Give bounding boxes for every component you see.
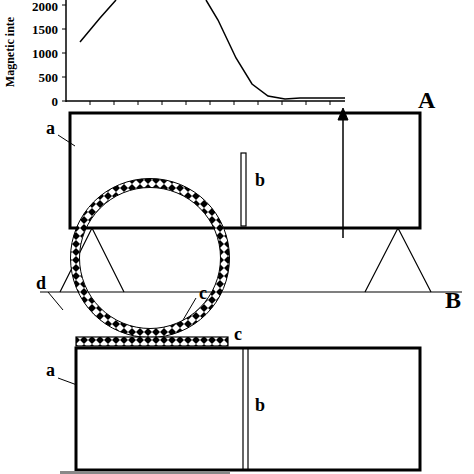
axis-tick xyxy=(90,101,91,105)
tick-label: 500 xyxy=(39,71,59,84)
axis-tick xyxy=(330,101,331,105)
axis-tick xyxy=(114,101,115,105)
axis-tick xyxy=(186,101,187,105)
axis-tick xyxy=(234,101,235,105)
part-label: b xyxy=(255,171,265,189)
tick-label: 1500 xyxy=(32,23,58,36)
tick-label: 1000 xyxy=(32,47,58,60)
panel-label: B xyxy=(445,288,461,312)
tick-label: 2000 xyxy=(32,0,58,13)
tick-label: 0 xyxy=(52,95,59,108)
axis-tick xyxy=(138,101,139,105)
axis-tick xyxy=(210,101,211,105)
axis-tick xyxy=(162,101,163,105)
axis-tick xyxy=(258,101,259,105)
part-label: b xyxy=(255,396,265,414)
axis-tick xyxy=(306,101,307,105)
axis-title: Magnetic inte xyxy=(4,17,16,87)
part-label: c xyxy=(199,284,207,302)
part-label: c xyxy=(234,325,242,343)
panel-label: A xyxy=(418,88,435,112)
axis-tick xyxy=(282,101,283,105)
part-label: a xyxy=(46,361,55,379)
apparatus-side xyxy=(40,113,462,338)
apparatus-top xyxy=(58,337,420,474)
part-label: a xyxy=(46,119,55,137)
part-label: d xyxy=(36,274,46,292)
